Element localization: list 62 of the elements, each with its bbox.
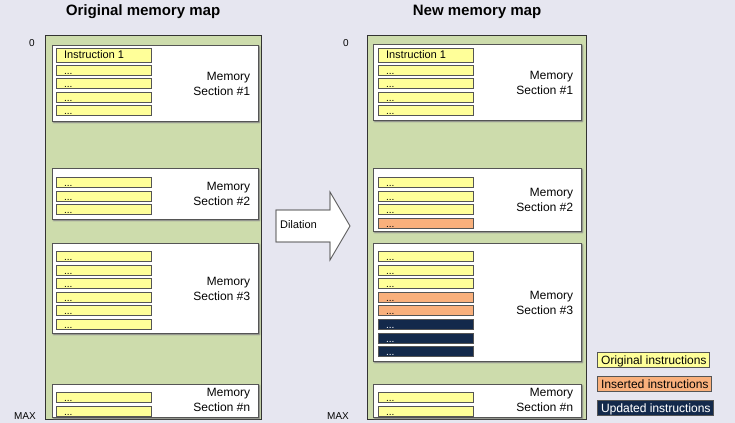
instruction-bar: ... xyxy=(378,292,474,303)
legend-entry: Inserted instructions xyxy=(597,376,712,392)
instruction-bar: ... xyxy=(378,105,474,116)
map-title: Original memory map xyxy=(64,2,222,19)
instruction-bar: ... xyxy=(378,204,474,216)
memory-section xyxy=(52,45,259,122)
memory-section xyxy=(52,168,259,220)
instruction-bar: ... xyxy=(378,64,474,76)
instruction-bar: ... xyxy=(378,278,474,290)
section-label: Memory Section #1 xyxy=(515,68,573,98)
instruction-bar: ... xyxy=(378,264,474,276)
instruction-bar: ... xyxy=(56,204,152,216)
section-label: Memory Section #3 xyxy=(192,274,250,304)
instruction-bar: Instruction 1 xyxy=(56,48,152,63)
instruction-bar: ... xyxy=(378,78,474,90)
instruction-bar: ... xyxy=(56,78,152,90)
memory-section xyxy=(52,384,259,418)
section-label: Memory Section #3 xyxy=(515,288,573,318)
instruction-bar: ... xyxy=(378,392,474,403)
instruction-bar: ... xyxy=(378,346,474,358)
section-label: Memory Section #n xyxy=(515,385,573,415)
instruction-bar: ... xyxy=(378,319,474,330)
instruction-bar: ... xyxy=(56,64,152,76)
edge-label: Dilation xyxy=(280,219,317,231)
memory-section xyxy=(373,168,582,232)
instruction-bar: ... xyxy=(56,190,152,202)
memory-section xyxy=(373,243,582,362)
instruction-bar: ... xyxy=(56,264,152,276)
section-label: Memory Section #1 xyxy=(192,68,250,98)
address-label: MAX xyxy=(14,411,36,422)
instruction-bar: ... xyxy=(378,177,474,188)
instruction-bar: ... xyxy=(378,92,474,103)
instruction-bar: ... xyxy=(56,105,152,116)
memory-section xyxy=(52,243,259,334)
address-label: 0 xyxy=(29,38,35,49)
instruction-bar: ... xyxy=(378,305,474,316)
section-label: Memory Section #n xyxy=(192,385,250,415)
legend-entry: Updated instructions xyxy=(597,400,714,416)
instruction-bar: ... xyxy=(56,251,152,262)
instruction-bar: ... xyxy=(56,305,152,316)
legend-entry: Original instructions xyxy=(597,352,710,368)
memory-section xyxy=(373,44,582,121)
instruction-bar: Instruction 1 xyxy=(378,48,474,63)
instruction-bar: ... xyxy=(56,92,152,103)
address-label: MAX xyxy=(327,411,349,422)
instruction-bar: ... xyxy=(378,406,474,417)
instruction-bar: ... xyxy=(378,190,474,202)
instruction-bar: ... xyxy=(56,392,152,403)
address-label: 0 xyxy=(343,38,349,49)
instruction-bar: ... xyxy=(378,332,474,344)
instruction-bar: ... xyxy=(378,218,474,229)
instruction-bar: ... xyxy=(56,406,152,417)
instruction-bar: ... xyxy=(56,319,152,330)
instruction-bar: ... xyxy=(56,292,152,303)
section-label: Memory Section #2 xyxy=(515,185,573,215)
section-label: Memory Section #2 xyxy=(192,179,250,209)
block-arrow xyxy=(276,190,351,262)
instruction-bar: ... xyxy=(378,251,474,262)
memory-section xyxy=(373,384,582,418)
instruction-bar: ... xyxy=(56,278,152,290)
instruction-bar: ... xyxy=(56,177,152,188)
map-title: New memory map xyxy=(412,2,542,19)
